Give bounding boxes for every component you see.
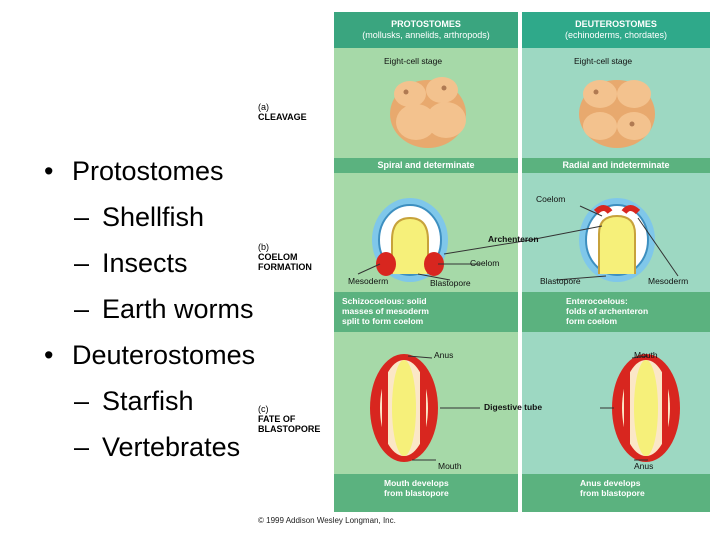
anus-label-top: Anus	[434, 350, 454, 360]
bullet-protostomes: •Protostomes	[44, 148, 255, 194]
bullet-deuterostomes: •Deuterostomes	[44, 332, 255, 378]
deut-digestive-embryo	[612, 354, 680, 462]
stage-label-cleavage: (a) CLEAVAGE	[258, 102, 307, 122]
mouth-label-top: Mouth	[634, 350, 658, 360]
subbullet-starfish: –Starfish	[44, 378, 255, 424]
deut-coelom-description: Enterocoelous: folds of archenteron form…	[566, 296, 649, 326]
proto-eight-cell-embryo	[390, 77, 466, 148]
deut-eight-cell-embryo	[579, 80, 655, 148]
proto-eight-cell-label: Eight-cell stage	[384, 56, 443, 66]
archenteron-label: Archenteron	[488, 234, 539, 244]
proto-blastopore-strip	[334, 474, 518, 512]
bullet-dash: –	[74, 294, 90, 324]
deut-cleavage-strip	[522, 158, 710, 173]
mesoderm-label-deut: Mesoderm	[648, 276, 689, 286]
stage-label-fate-of-blastopore: (c) FATE OF BLASTOPORE	[258, 404, 321, 434]
bullet-dash: –	[74, 432, 90, 462]
proto-gastrula	[372, 198, 448, 282]
stage-label-coelom-formation: (b) COELOM FORMATION	[258, 242, 312, 272]
bullet-dash: –	[74, 202, 90, 232]
digestive-tube-label: Digestive tube	[484, 402, 543, 412]
proto-coelom-description: Schizocoelous: solid masses of mesoderm …	[342, 296, 429, 326]
bullet-dot: •	[44, 340, 54, 370]
embryo-figure: PROTOSTOMES (mollusks, annelids, arthrop…	[334, 12, 710, 512]
deut-gastrula	[579, 198, 655, 282]
subbullet-vertebrates: –Vertebrates	[44, 424, 255, 470]
deuterostomes-header: DEUTEROSTOMES (echinoderms, chordates)	[522, 12, 710, 48]
deut-coelom-strip	[522, 292, 710, 332]
deut-blastopore-strip	[522, 474, 710, 512]
mesoderm-label-proto: Mesoderm	[348, 276, 389, 286]
mouth-label-bottom: Mouth	[438, 461, 462, 471]
deut-blastopore-description: Anus develops from blastopore	[580, 478, 645, 498]
subbullet-shellfish: –Shellfish	[44, 194, 255, 240]
leader-lines	[357, 205, 679, 461]
embryo-illustrations	[334, 77, 710, 512]
anus-label-bottom: Anus	[634, 461, 654, 471]
proto-cleavage-type: Spiral and determinate	[377, 160, 475, 170]
blastopore-label-deut: Blastopore	[540, 276, 581, 286]
deut-cleavage-type: Radial and indeterminate	[562, 160, 670, 170]
bullet-dot: •	[44, 156, 54, 186]
coelom-label-proto: Coelom	[470, 258, 500, 268]
deut-eight-cell-label: Eight-cell stage	[574, 56, 633, 66]
bullet-dash: –	[74, 248, 90, 278]
blastopore-label-proto: Blastopore	[430, 278, 471, 288]
proto-coelom-strip	[334, 292, 518, 332]
proto-blastopore-description: Mouth develops from blastopore	[384, 478, 449, 498]
subbullet-earth-worms: –Earth worms	[44, 286, 255, 332]
subbullet-insects: –Insects	[44, 240, 255, 286]
bullet-list: •Protostomes –Shellfish –Insects –Earth …	[44, 148, 255, 470]
coelom-label-deut: Coelom	[536, 194, 566, 204]
protostomes-header: PROTOSTOMES (mollusks, annelids, arthrop…	[334, 12, 518, 48]
proto-cleavage-strip	[334, 158, 518, 173]
copyright-notice: © 1999 Addison Wesley Longman, Inc.	[258, 516, 396, 525]
bullet-dash: –	[74, 386, 90, 416]
proto-digestive-embryo	[370, 354, 438, 462]
